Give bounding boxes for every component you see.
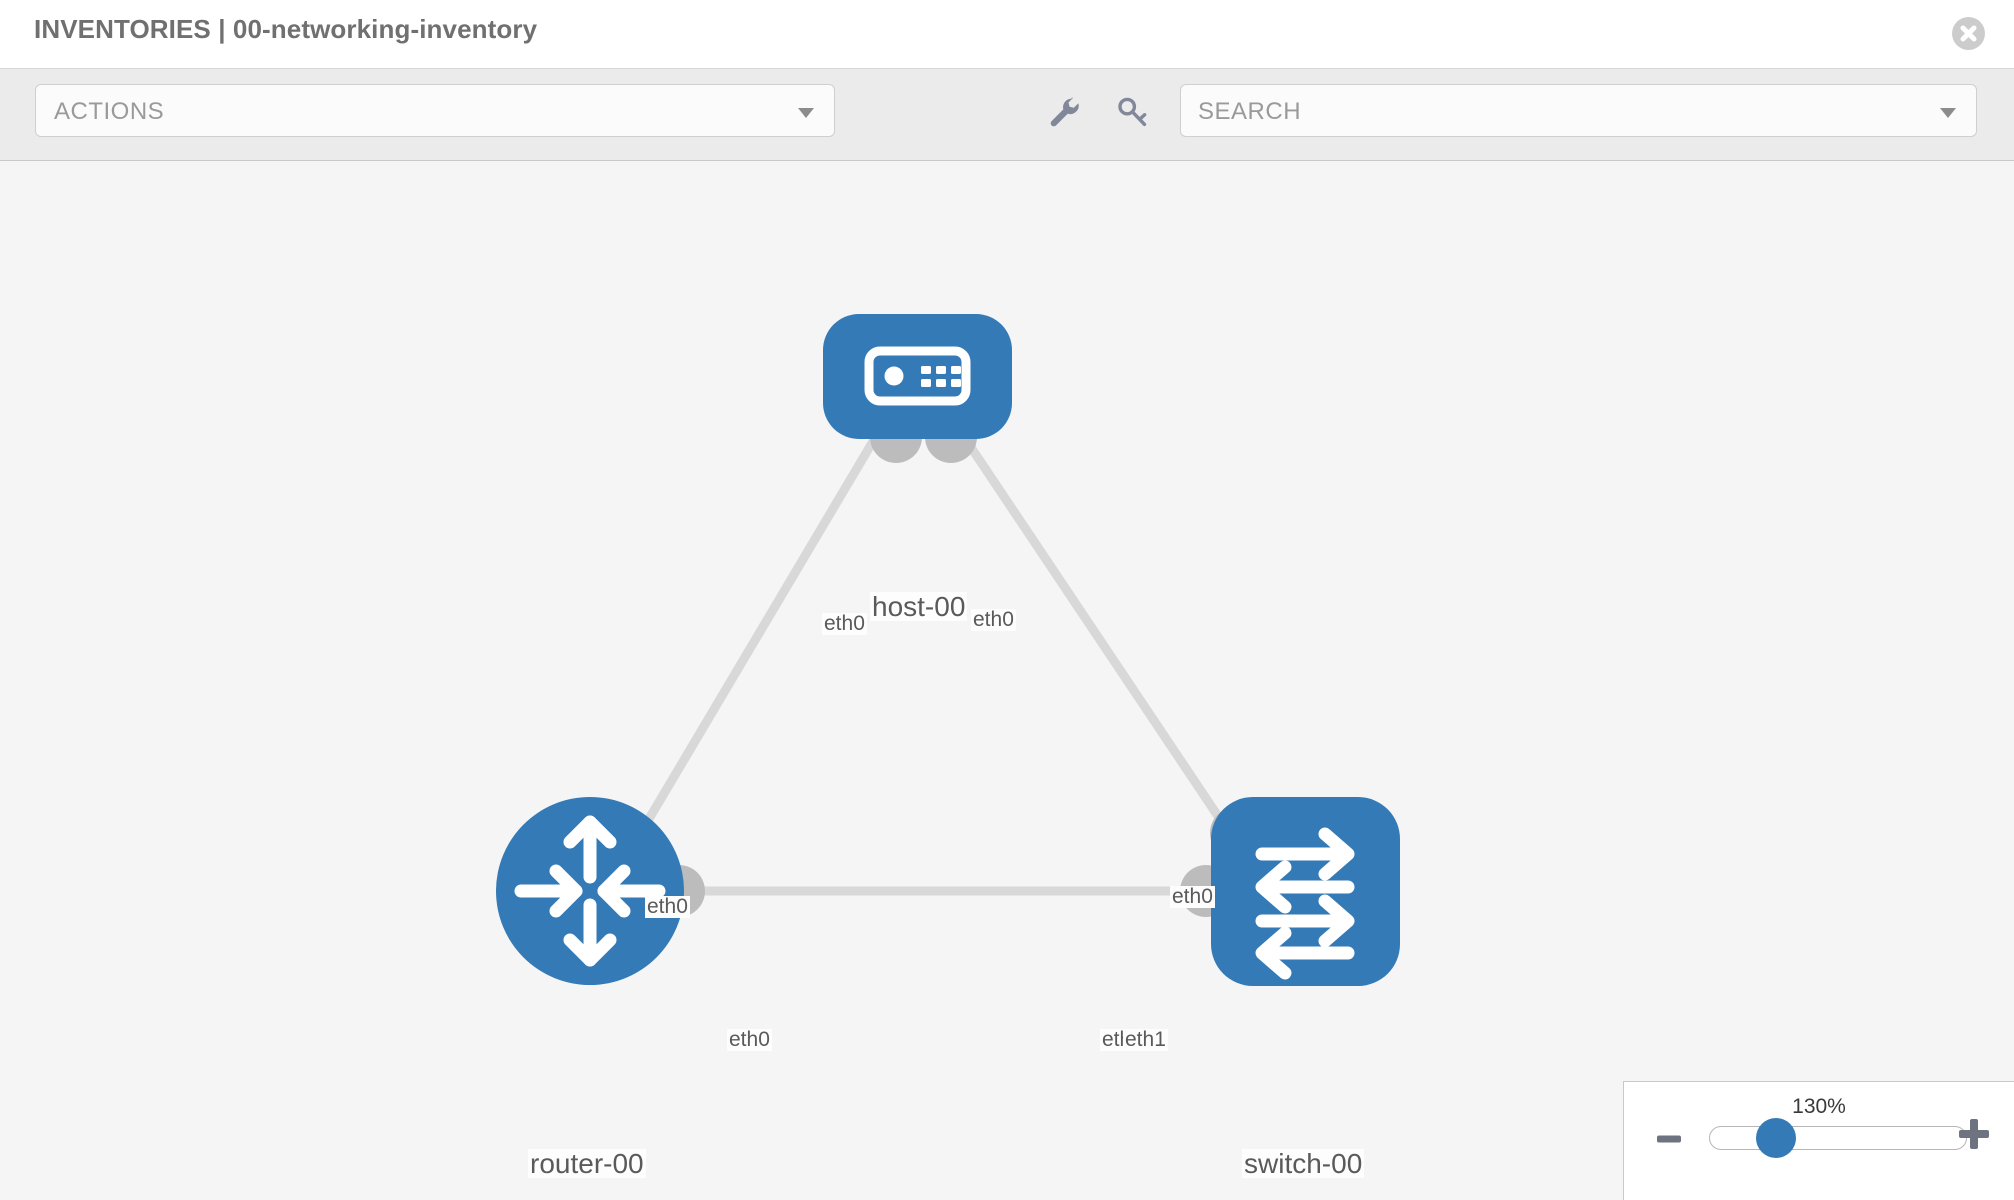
- page-header: INVENTORIES | 00-networking-inventory: [0, 0, 2014, 69]
- plus-icon[interactable]: [1956, 1116, 1992, 1157]
- iface-label-host-eth0-left: eth0: [822, 612, 867, 636]
- actions-dropdown[interactable]: ACTIONS: [35, 84, 835, 137]
- search-chevron-down-icon[interactable]: [1940, 108, 1956, 118]
- iface-label-switch-eth0-up: eth0: [1170, 885, 1215, 909]
- switch-icon: [1255, 827, 1355, 980]
- node-label-switch-00: switch-00: [1242, 1148, 1365, 1179]
- zoom-control-panel: 130%: [1623, 1081, 2014, 1200]
- page-title: INVENTORIES | 00-networking-inventory: [34, 14, 538, 44]
- key-icon[interactable]: [1115, 95, 1149, 129]
- topology-links: [620, 413, 1252, 896]
- topology-canvas[interactable]: eth0 eth0 eth0 eth0 eth0 eth0 eth1 host-…: [0, 161, 2014, 1200]
- node-host-00: [823, 314, 1012, 439]
- topology-graph: [496, 314, 1400, 986]
- node-switch-00: [1211, 797, 1400, 986]
- close-icon[interactable]: [1952, 17, 1985, 50]
- zoom-slider-track[interactable]: [1709, 1126, 1967, 1150]
- link-host-router: [620, 413, 892, 864]
- link-host-switch: [946, 413, 1252, 864]
- chevron-down-icon: [798, 108, 814, 118]
- minus-icon[interactable]: [1656, 1126, 1682, 1157]
- iface-label-router-eth0-up: eth0: [645, 895, 690, 919]
- iface-label-router-eth0: eth0: [727, 1028, 772, 1052]
- zoom-percent-label: 130%: [1792, 1095, 1846, 1118]
- node-label-router-00: router-00: [528, 1148, 646, 1179]
- iface-label-switch-eth1: eth1: [1123, 1028, 1168, 1052]
- wrench-icon[interactable]: [1047, 95, 1081, 129]
- router-icon: [514, 815, 666, 967]
- iface-label-host-eth0-right: eth0: [971, 608, 1016, 632]
- zoom-slider-thumb[interactable]: [1756, 1118, 1796, 1158]
- search-input[interactable]: SEARCH: [1180, 84, 1977, 137]
- server-icon: [864, 346, 971, 406]
- node-router-00: [496, 797, 684, 985]
- search-placeholder: SEARCH: [1198, 98, 1302, 125]
- node-label-host-00: host-00: [870, 591, 968, 622]
- actions-dropdown-label: ACTIONS: [54, 98, 165, 125]
